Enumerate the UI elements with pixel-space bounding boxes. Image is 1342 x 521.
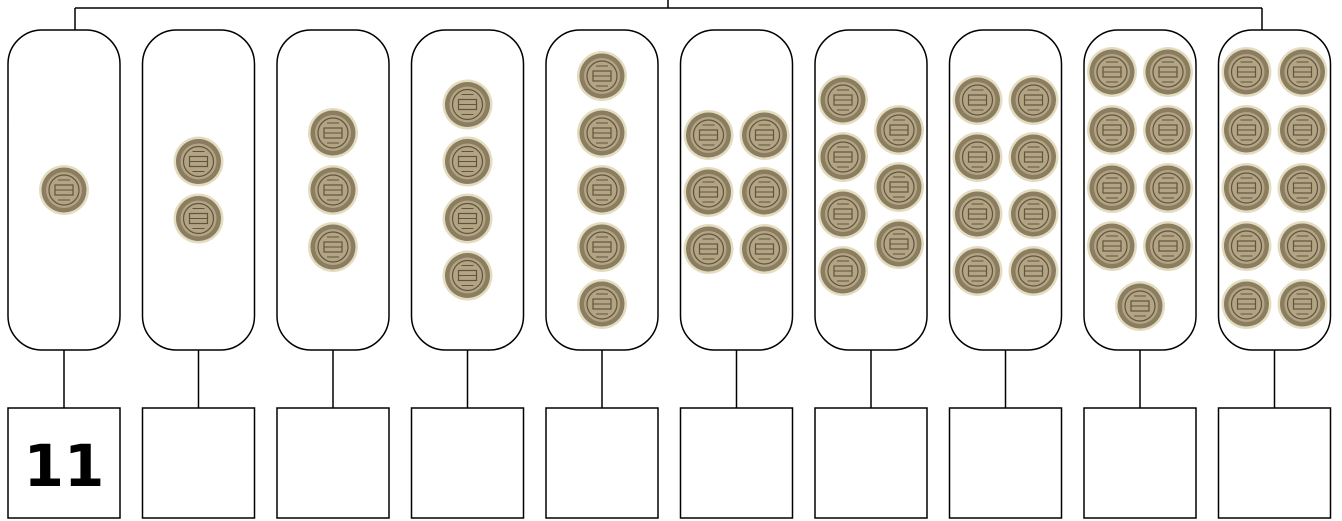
coin-icon (740, 110, 790, 160)
coin-icon (818, 75, 868, 125)
coin-icon (1087, 221, 1137, 271)
coin-icon (443, 251, 493, 301)
coin-icon (1278, 105, 1328, 155)
coin-box (143, 30, 255, 350)
answer-box[interactable] (950, 408, 1062, 518)
column-3 (277, 30, 389, 518)
column-4 (412, 30, 524, 518)
coin-icon (577, 108, 627, 158)
coin-group (308, 108, 358, 272)
coin-icon (174, 137, 224, 187)
answer-box[interactable] (143, 408, 255, 518)
coin-icon (818, 132, 868, 182)
answer-box[interactable] (412, 408, 524, 518)
coin-icon (740, 224, 790, 274)
coin-icon (577, 222, 627, 272)
coin-icon (308, 222, 358, 272)
answer-box[interactable] (681, 408, 793, 518)
answer-box[interactable] (277, 408, 389, 518)
coin-icon (1087, 47, 1137, 97)
coin-icon (1009, 75, 1059, 125)
coin-box (412, 30, 524, 350)
coin-icon (1222, 279, 1272, 329)
coin-icon (1087, 163, 1137, 213)
coin-icon (1278, 279, 1328, 329)
coin-icon (953, 132, 1003, 182)
coin-icon (874, 162, 924, 212)
coin-icon (953, 189, 1003, 239)
column-8 (950, 30, 1062, 518)
coin-icon (443, 80, 493, 130)
coin-icon (818, 246, 868, 296)
coin-icon (684, 110, 734, 160)
coin-icon (1143, 47, 1193, 97)
top-bracket (75, 0, 1262, 32)
coin-icon (577, 51, 627, 101)
answer-box[interactable] (1219, 408, 1331, 518)
coin-icon (953, 75, 1003, 125)
coin-icon (1278, 163, 1328, 213)
coin-icon (740, 167, 790, 217)
answer-box[interactable] (815, 408, 927, 518)
coin-icon (308, 165, 358, 215)
coin-icon (1143, 163, 1193, 213)
coin-icon (1009, 132, 1059, 182)
coin-icon (1222, 47, 1272, 97)
column-2 (143, 30, 255, 518)
coin-icon (1087, 105, 1137, 155)
coin-icon (1115, 281, 1165, 331)
coin-icon (39, 165, 89, 215)
coin-icon (1222, 163, 1272, 213)
column-10 (1219, 30, 1331, 518)
coin-icon (1278, 47, 1328, 97)
column-1: 11 (8, 30, 120, 518)
coin-icon (577, 279, 627, 329)
coin-icon (443, 137, 493, 187)
coin-icon (174, 194, 224, 244)
coin-icon (818, 189, 868, 239)
coin-icon (874, 105, 924, 155)
coin-group (577, 51, 627, 329)
column-9 (1084, 30, 1196, 518)
coin-icon (1143, 221, 1193, 271)
column-7 (815, 30, 927, 518)
coin-icon (1278, 221, 1328, 271)
coin-icon (1009, 246, 1059, 296)
coin-icon (577, 165, 627, 215)
answer-box[interactable] (546, 408, 658, 518)
coin-icon (1222, 221, 1272, 271)
coin-icon (684, 167, 734, 217)
coin-icon (874, 219, 924, 269)
coin-icon (1143, 105, 1193, 155)
coin-icon (308, 108, 358, 158)
answer-text: 11 (24, 432, 105, 500)
coin-icon (684, 224, 734, 274)
coin-icon (953, 246, 1003, 296)
answer-box[interactable] (1084, 408, 1196, 518)
column-6 (681, 30, 793, 518)
coin-icon (1009, 189, 1059, 239)
coin-icon (1222, 105, 1272, 155)
column-5 (546, 30, 658, 518)
coin-group (39, 165, 89, 215)
coin-icon (443, 194, 493, 244)
